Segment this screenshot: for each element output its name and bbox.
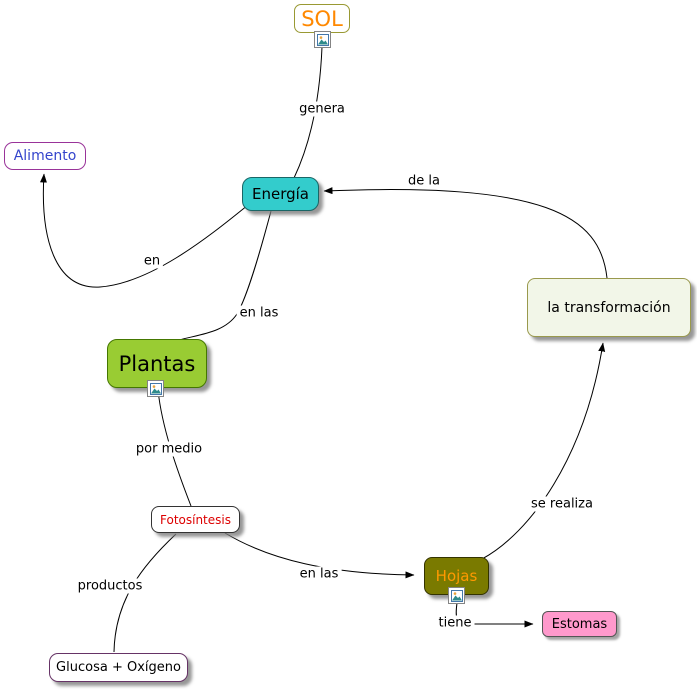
node-sol[interactable]: SOL (294, 4, 350, 33)
node-hojas-label: Hojas (435, 567, 478, 585)
link-label-en-las-hojas[interactable]: en las (296, 566, 342, 582)
image-resource-icon-plantas[interactable] (147, 380, 164, 397)
node-glucosa-oxigeno-label: Glucosa + Oxígeno (56, 660, 181, 675)
image-glyph (149, 382, 162, 395)
image-resource-icon-hojas[interactable] (448, 587, 465, 604)
image-glyph (316, 33, 329, 46)
link-label-se-realiza[interactable]: se realiza (528, 496, 596, 512)
connector-energia-alimento (39, 173, 249, 288)
node-energia-label: Energía (252, 185, 309, 203)
node-estomas[interactable]: Estomas (542, 611, 617, 637)
node-plantas-label: Plantas (118, 351, 196, 376)
node-la-transformacion-label: la transformación (547, 299, 671, 316)
node-fotosintesis-label: Fotosíntesis (160, 512, 231, 527)
node-energia[interactable]: Energía (242, 177, 319, 211)
link-label-tiene[interactable]: tiene (435, 615, 475, 631)
link-label-productos[interactable]: productos (74, 578, 146, 594)
node-fotosintesis[interactable]: Fotosíntesis (151, 506, 240, 533)
connector-hojas-transformacion (481, 342, 606, 560)
node-glucosa-oxigeno[interactable]: Glucosa + Oxígeno (49, 653, 188, 682)
node-estomas-label: Estomas (551, 616, 608, 632)
link-label-genera[interactable]: genera (296, 101, 348, 117)
link-label-en-las-plantas[interactable]: en las (236, 305, 282, 321)
node-la-transformacion[interactable]: la transformación (527, 278, 691, 337)
connector-energia-plantas (178, 210, 272, 341)
link-label-por-medio[interactable]: por medio (132, 441, 206, 457)
connector-fotosintesis-hojas (224, 532, 415, 579)
link-label-en[interactable]: en (140, 253, 164, 269)
node-sol-label: SOL (301, 6, 343, 31)
image-resource-icon-sol[interactable] (314, 31, 331, 48)
node-alimento-label: Alimento (13, 148, 77, 164)
node-alimento[interactable]: Alimento (4, 142, 86, 170)
link-label-de-la[interactable]: de la (405, 173, 443, 189)
connector-transformacion-energia (323, 187, 608, 279)
image-glyph (450, 589, 463, 602)
